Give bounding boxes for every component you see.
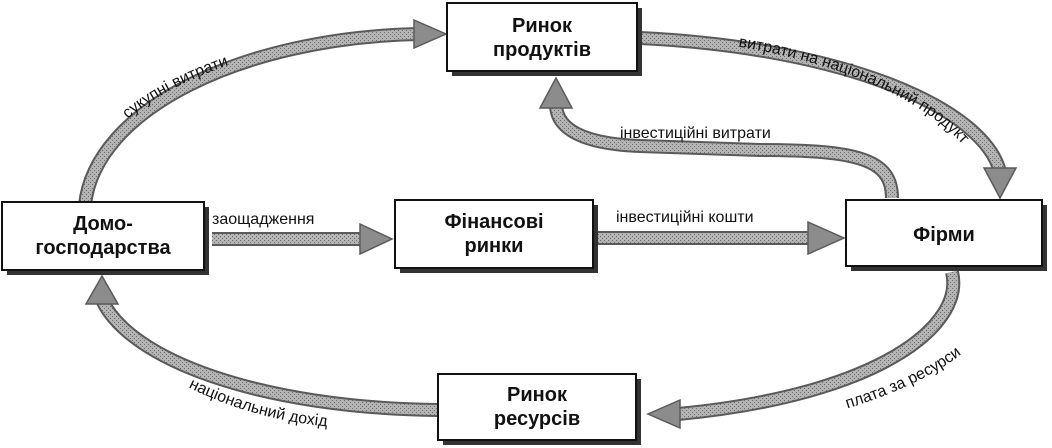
node-resource-market: Ринок ресурсів: [437, 373, 641, 445]
arrow-investment-funds: [598, 220, 846, 256]
node-firms: Фірми: [845, 199, 1047, 271]
node-resource-market-line1: Ринок: [507, 384, 568, 406]
node-financial-markets: Фінансові ринки: [394, 199, 598, 273]
label-national-product-spending: витрати на національний продукт: [738, 34, 973, 148]
arrow-national-product-spending: [639, 31, 1018, 200]
node-product-market-line1: Ринок: [512, 15, 573, 37]
arrow-aggregate-spending: [78, 18, 448, 206]
node-resource-market-line2: ресурсів: [494, 408, 580, 430]
node-financial-markets-line1: Фінансові: [444, 211, 543, 233]
label-investment-spending: інвестиційні витрати: [620, 125, 771, 142]
node-households: Домо- господарства: [1, 201, 209, 275]
label-investment-funds: інвестиційні кошти: [616, 209, 754, 226]
arrow-resource-payment: [646, 270, 961, 430]
node-households-line2: господарства: [35, 237, 171, 259]
label-savings: заощадження: [212, 211, 314, 228]
node-product-market: Ринок продуктів: [446, 2, 642, 76]
node-product-market-line2: продуктів: [493, 39, 591, 61]
node-financial-markets-line2: ринки: [465, 235, 524, 257]
arrow-savings: [212, 222, 394, 256]
arrow-investment-spending: [538, 76, 899, 199]
node-households-line1: Домо-: [73, 213, 133, 235]
arrow-national-income: [84, 274, 439, 417]
node-firms-label: Фірми: [913, 224, 975, 246]
